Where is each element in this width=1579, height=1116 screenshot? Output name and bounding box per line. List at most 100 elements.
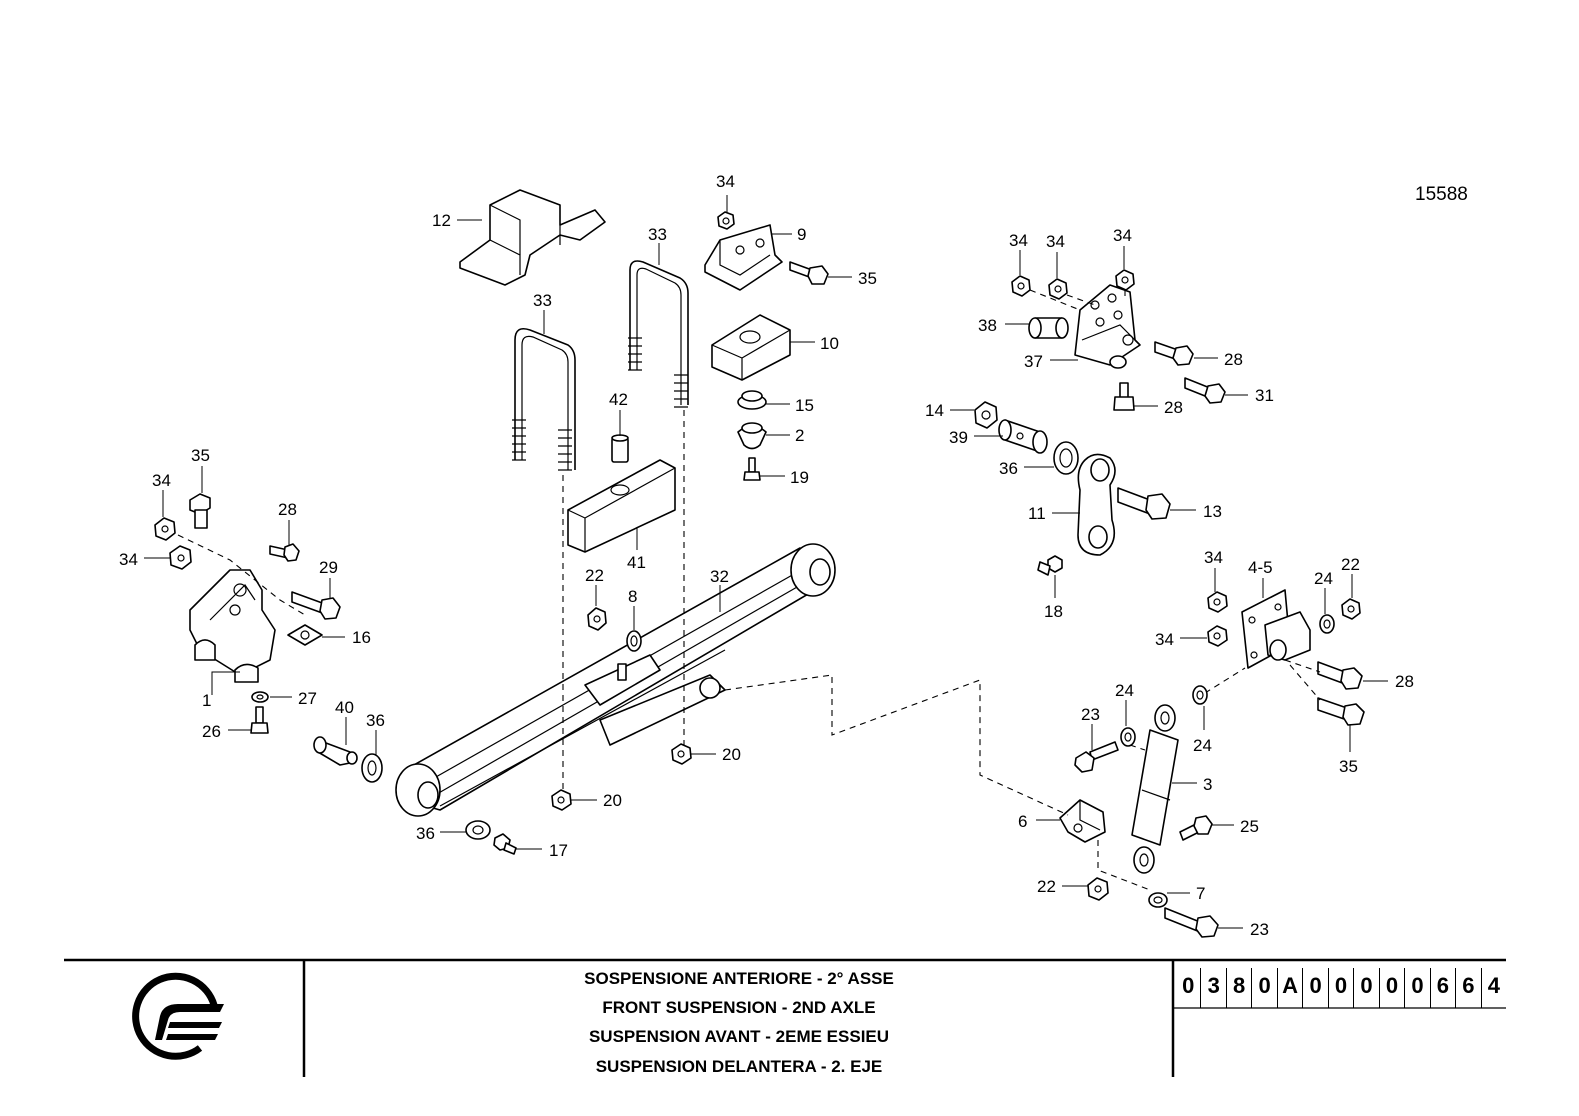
callout-36: 36 [366,711,385,730]
washer-24-r1 [1319,614,1335,634]
screw-26 [250,706,269,734]
callout-28: 28 [278,500,297,519]
bushing-38 [1028,317,1069,339]
washer-36-left-upper [361,753,383,783]
spring-saddle-12 [459,189,606,286]
bolt-28-r1 [1154,341,1194,366]
rubber-block-10 [711,314,791,381]
callout-39: 39 [949,428,968,447]
center-bolt-head [617,663,627,681]
nut-20-left [551,789,572,811]
callout-22: 22 [1341,555,1360,574]
callout-33: 33 [648,225,667,244]
drawing-number: 15588 [1415,184,1468,205]
callout-32: 32 [710,567,729,586]
title-block-frame [64,958,1506,1077]
callout-22: 22 [1037,877,1056,896]
code-char: 3 [1200,968,1225,1008]
callout-34: 34 [1204,548,1223,567]
bolt-23-upper [1074,741,1119,773]
shock-bracket-4-5 [1241,589,1311,669]
title-french: SUSPENSION AVANT - 2EME ESSIEU [588,1027,890,1046]
callout-23: 23 [1250,920,1269,939]
code-char: 8 [1225,968,1251,1008]
code-char: 0 [1251,968,1276,1008]
bolt-25 [1179,815,1213,841]
callout-28: 28 [1224,350,1243,369]
callout-36: 36 [999,459,1018,478]
bolt-31 [1184,377,1226,404]
callout-34: 34 [152,471,171,490]
code-char: A [1276,968,1302,1008]
bolt-35-right [1317,697,1365,726]
screw-19 [743,457,761,481]
callout-19: 19 [790,468,809,487]
callout-40: 40 [335,698,354,717]
callout-3: 3 [1203,775,1212,794]
nut-22-r1 [1341,598,1361,620]
nut-14 [974,401,998,429]
company-logo [132,972,224,1060]
callout-29: 29 [319,558,338,577]
callout-33: 33 [533,291,552,310]
bolt-35-top [789,261,829,285]
title-english: FRONT SUSPENSION - 2ND AXLE [602,998,876,1017]
callout-6: 6 [1018,812,1027,831]
shackle-11 [1077,453,1116,556]
callout-11: 11 [1028,504,1046,523]
callout-41: 41 [627,553,646,572]
washer-27 [251,691,269,703]
bushing-39 [998,419,1048,454]
nut-22-r2 [1087,877,1109,901]
nut-34-top [717,211,735,230]
bolt-13 [1117,487,1171,520]
leaf-spring-32 [395,543,836,817]
callout-17: 17 [549,841,568,860]
callout-34: 34 [1113,226,1132,245]
bolt-28-r2 [1113,382,1135,411]
callout-24: 24 [1314,569,1333,588]
u-bolt-33-left [512,327,576,471]
title-italian: SOSPENSIONE ANTERIORE - 2° ASSE [584,969,894,988]
bracket-9 [704,224,783,291]
title-spanish: SUSPENSION DELANTERA - 2. EJE [595,1057,883,1076]
washer-36-right [1053,441,1079,475]
code-char: 4 [1480,968,1506,1008]
bolt-28-r3 [1317,661,1363,690]
callout-28: 28 [1164,398,1183,417]
washer-36-left-lower [465,820,491,840]
grease-nipple-18 [1037,555,1063,576]
callout-35: 35 [858,269,877,288]
callout-37: 37 [1024,352,1043,371]
plate-16 [287,624,323,646]
callout-35: 35 [191,446,210,465]
callout-4-5: 4-5 [1248,558,1273,577]
shock-absorber-3 [1131,704,1179,874]
nut-34-left-top [154,517,176,541]
callout-34: 34 [1009,231,1028,250]
callout-25: 25 [1240,817,1259,836]
callout-34: 34 [716,172,735,191]
callout-34: 34 [119,550,138,569]
code-char: 6 [1455,968,1480,1008]
callout-2: 2 [795,426,804,445]
spacer-block-41 [567,459,676,553]
callout-18: 18 [1044,602,1063,621]
nut-34-r3 [1115,269,1135,291]
callout-10: 10 [820,334,839,353]
bolt-23-lower [1164,907,1219,938]
callout-24: 24 [1115,681,1134,700]
grease-nipple-17 [493,833,517,855]
code-char: 0 [1353,968,1378,1008]
bolt-29 [291,591,341,620]
callout-14: 14 [925,401,944,420]
callout-42: 42 [609,390,628,409]
callout-7: 7 [1196,884,1205,903]
spring-hanger-1 [189,569,276,683]
u-bolt-33-right [628,260,689,408]
code-char: 0 [1302,968,1327,1008]
callout-20: 20 [722,745,741,764]
callout-1: 1 [202,691,211,710]
callout-20: 20 [603,791,622,810]
